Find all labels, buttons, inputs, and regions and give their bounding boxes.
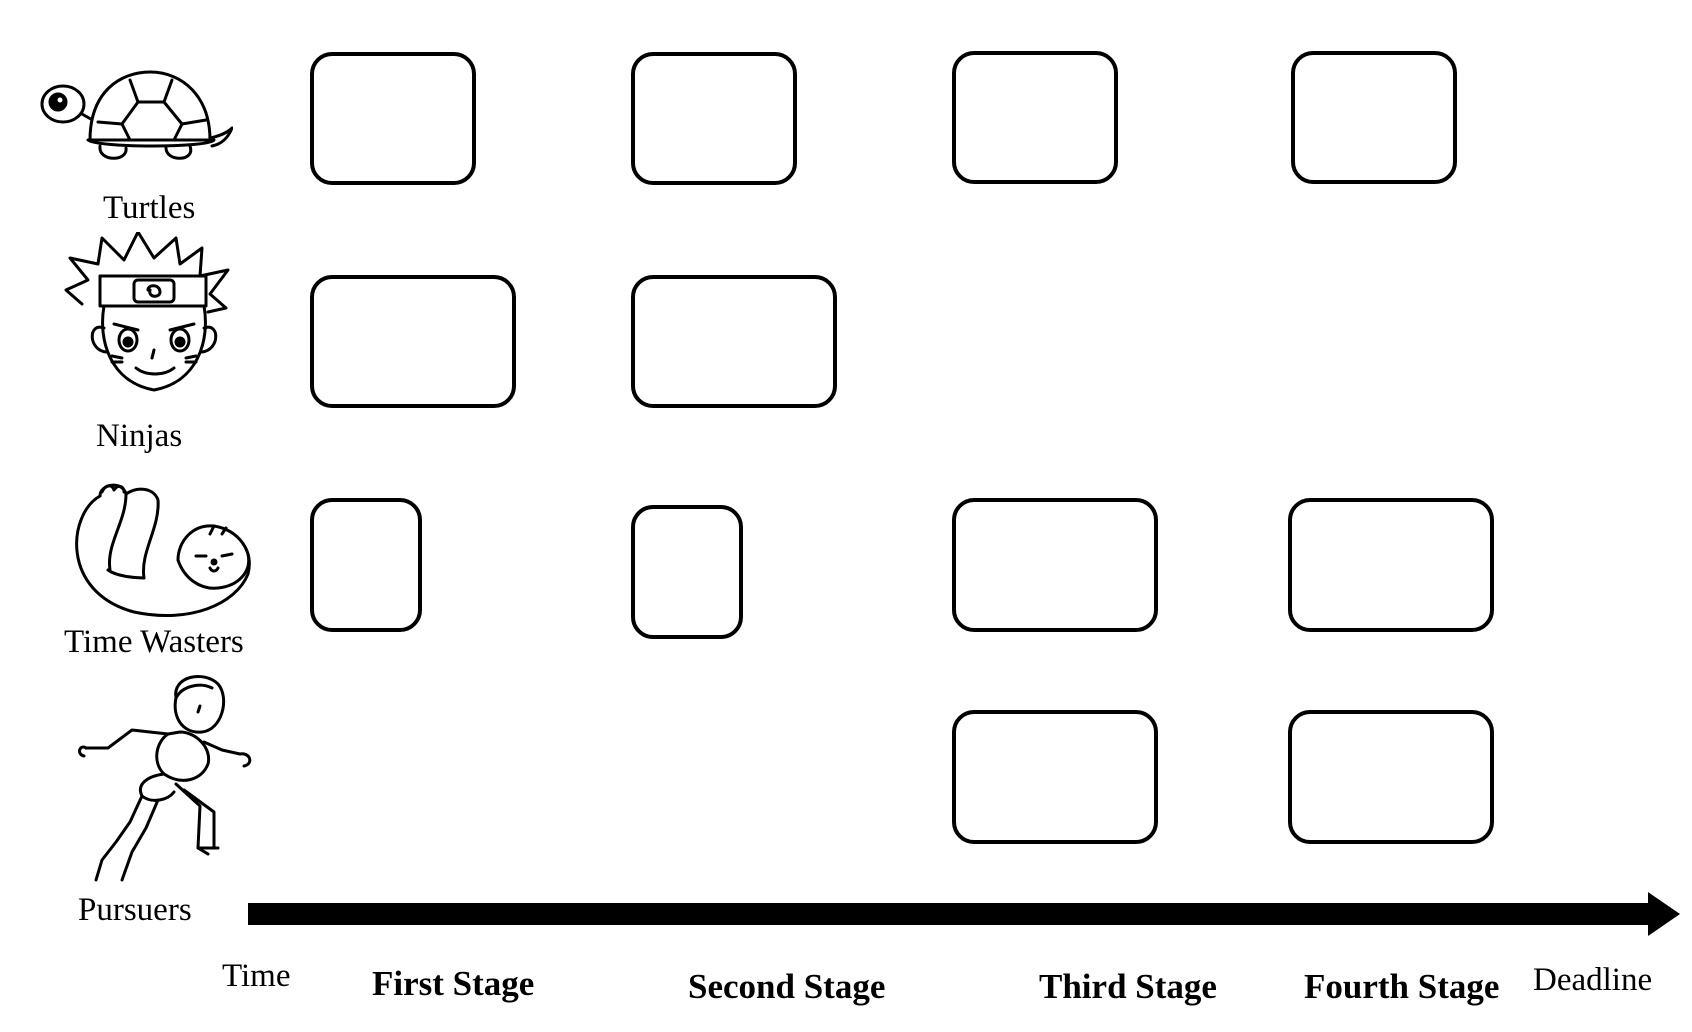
turtles-stage-1-box	[310, 52, 476, 185]
ninjas-stage-1-box	[310, 275, 516, 408]
turtles-stage-3-box	[952, 51, 1118, 184]
time-wasters-stage-1-box	[310, 498, 422, 632]
stage-label-third: Third Stage	[1039, 967, 1217, 1006]
time-wasters-stage-2-box	[631, 505, 743, 639]
category-label-time-wasters: Time Wasters	[64, 624, 244, 660]
time-wasters-stage-3-box	[952, 498, 1158, 632]
stage-label-first: First Stage	[372, 964, 535, 1003]
turtles-stage-2-box	[631, 52, 797, 185]
axis-start-label: Time	[222, 958, 291, 994]
category-label-pursuers: Pursuers	[78, 892, 192, 928]
category-label-ninjas: Ninjas	[96, 418, 183, 454]
time-axis-arrowhead	[1648, 892, 1680, 936]
turtle-icon	[40, 70, 233, 160]
pursuers-stage-4-box	[1288, 710, 1494, 844]
time-wasters-stage-4-box	[1288, 498, 1494, 632]
stage-label-second: Second Stage	[688, 967, 886, 1006]
axis-end-label: Deadline	[1533, 962, 1653, 998]
runner-icon	[78, 675, 252, 882]
stage-label-fourth: Fourth Stage	[1304, 967, 1500, 1006]
ninja-icon	[64, 232, 230, 392]
ninjas-stage-2-box	[631, 275, 837, 408]
sloth-icon	[75, 483, 251, 617]
turtles-stage-4-box	[1291, 51, 1457, 184]
pursuers-stage-3-box	[952, 710, 1158, 844]
category-label-turtles: Turtles	[103, 190, 196, 226]
